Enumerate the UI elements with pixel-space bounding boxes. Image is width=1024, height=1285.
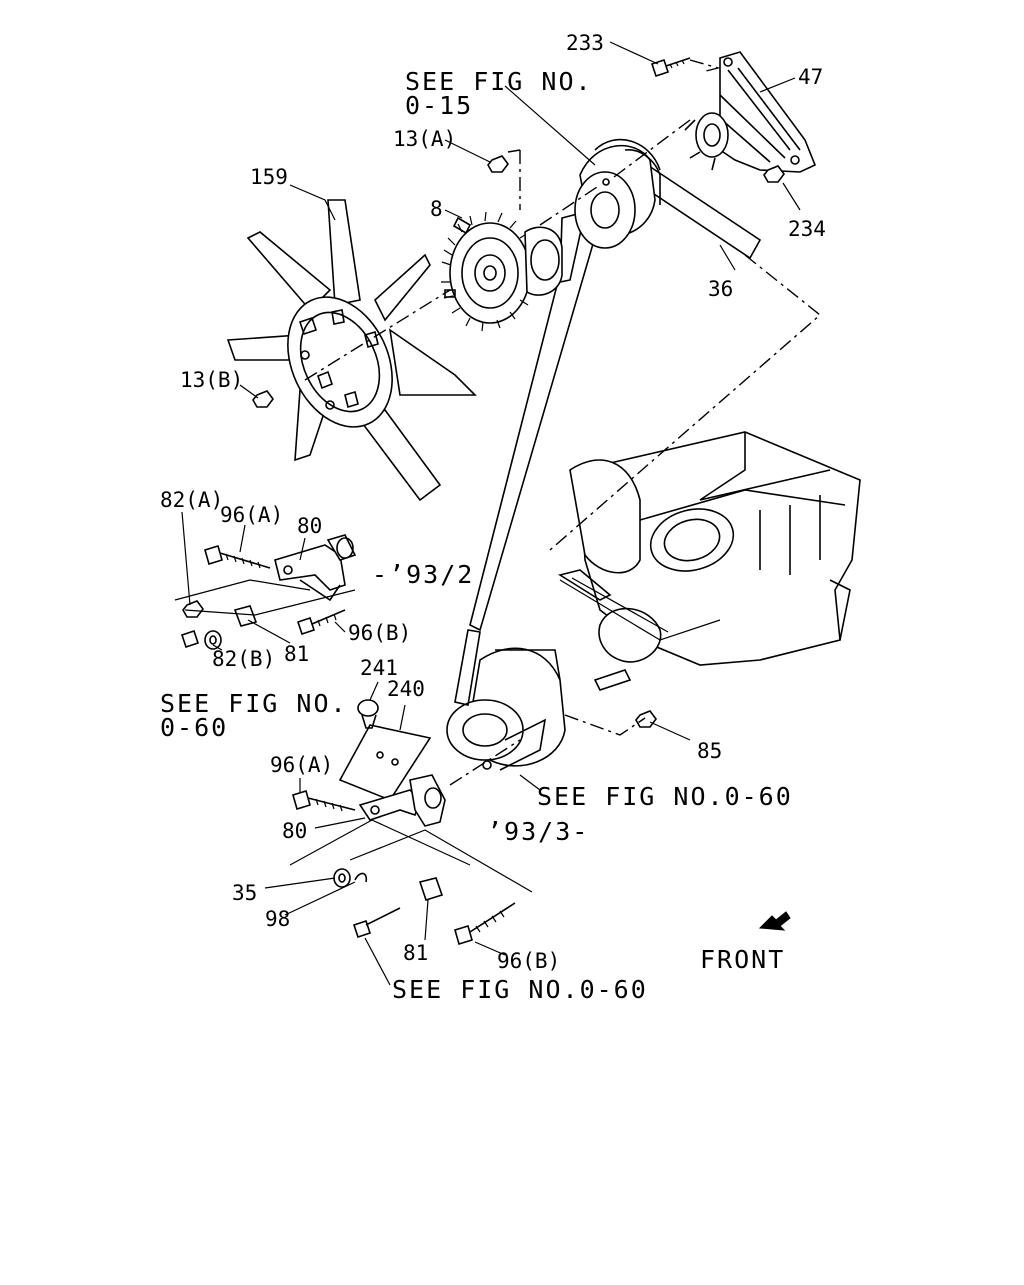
adjuster-bracket-upper [274,534,357,602]
bolt-ref-upper [180,629,200,649]
ref-fig-0-60-left-line1: SEE FIG NO. [160,689,348,718]
callout-36: 36 [708,277,733,301]
callout-85: 85 [697,739,722,763]
alternator [446,647,566,771]
fan-pulley-bracket [684,51,817,173]
clip-98 [354,872,368,883]
nut-85 [635,710,657,728]
callout-82a: 82(A) [160,488,223,512]
bolt-96a-lower [292,789,356,812]
callout-159: 159 [250,165,288,189]
adjuster-block-81-lower [418,877,444,901]
callout-35: 35 [232,881,257,905]
callout-96a-lower: 96(A) [270,753,333,777]
grommet-241 [357,699,379,729]
callout-80-upper: 80 [297,514,322,538]
ref-fig-0-60-bottom: SEE FIG NO.0-60 [392,975,648,1004]
callout-82b: 82(B) [212,647,275,671]
washer-82b [204,630,222,650]
adjuster-bracket-lower [358,774,446,827]
bolt-96b-upper [296,609,346,636]
callout-96b-lower: 96(B) [497,949,560,973]
callout-80-lower: 80 [282,819,307,843]
ref-fig-0-60-left-line2: 0-60 [160,713,228,742]
front-arrow-icon [758,911,791,931]
fan-clutch [441,211,563,332]
nut-234 [763,165,785,183]
cooling-fan [226,199,477,502]
bolt-96b-lower [454,902,516,946]
leader-lines [181,41,801,986]
bolt-ref-lower [352,907,401,939]
bolt-233 [650,57,691,78]
front-label: FRONT [700,945,785,974]
callout-13b: 13(B) [180,368,243,392]
nut-13a [487,155,509,173]
callout-81-upper: 81 [284,642,309,666]
callout-81-lower: 81 [403,941,428,965]
callout-96b-upper: 96(B) [348,621,411,645]
variant-from-93-3: ’93/3- [487,817,589,846]
callout-13a: 13(A) [393,127,456,151]
callout-96a-upper: 96(A) [220,503,283,527]
ref-fig-0-15-line2: 0-15 [405,91,473,120]
callout-98: 98 [265,907,290,931]
nut-82a [182,600,204,618]
assembly-lines [174,59,822,893]
callout-47: 47 [798,65,823,89]
ref-fig-0-60-right: SEE FIG NO.0-60 [537,782,793,811]
callout-233: 233 [566,31,604,55]
variant-until-93-2: -’93/2 [372,560,474,589]
washer-35 [333,868,351,888]
callout-241: 241 [360,656,398,680]
ref-fig-0-15-line1: SEE FIG NO. [405,67,593,96]
nut-13b [252,390,274,408]
callout-234: 234 [788,217,826,241]
callout-8: 8 [430,197,443,221]
engine-block [559,431,861,666]
bolt-96a-upper [204,544,271,569]
callout-240: 240 [387,677,425,701]
